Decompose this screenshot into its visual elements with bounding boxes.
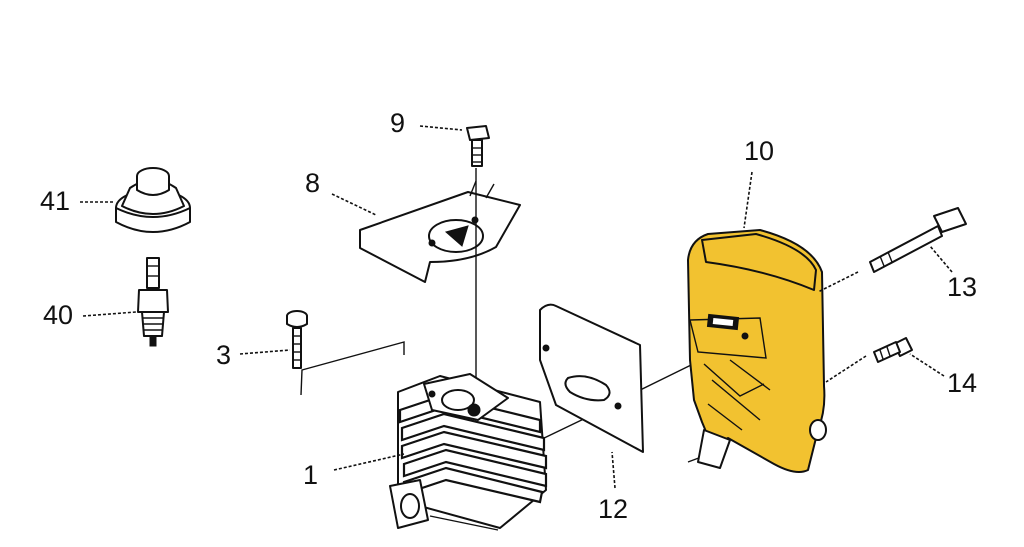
callout-10: 10: [744, 136, 775, 166]
part-8-shield-plate[interactable]: [359, 180, 521, 283]
part-40-spark-plug[interactable]: [137, 257, 169, 347]
part-3-screw[interactable]: [286, 310, 308, 369]
part-14-short-bolt[interactable]: [873, 337, 913, 363]
callout-14: 14: [947, 368, 978, 398]
callout-1: 1: [303, 460, 319, 490]
callout-40: 40: [43, 300, 74, 330]
callout-8: 8: [305, 168, 321, 198]
part-13-long-bolt[interactable]: [869, 207, 967, 273]
callout-leaders: [80, 125, 953, 489]
part-41-boot[interactable]: [115, 167, 191, 233]
part-1-cylinder[interactable]: [389, 373, 548, 531]
part-10-muffler[interactable]: [687, 229, 827, 473]
callout-41: 41: [40, 186, 71, 216]
part-9-bolt[interactable]: [466, 125, 490, 167]
callout-12: 12: [598, 494, 629, 524]
callout-13: 13: [947, 272, 978, 302]
callout-9: 9: [390, 108, 406, 138]
callout-3: 3: [216, 340, 232, 370]
part-12-gasket[interactable]: [539, 303, 644, 453]
